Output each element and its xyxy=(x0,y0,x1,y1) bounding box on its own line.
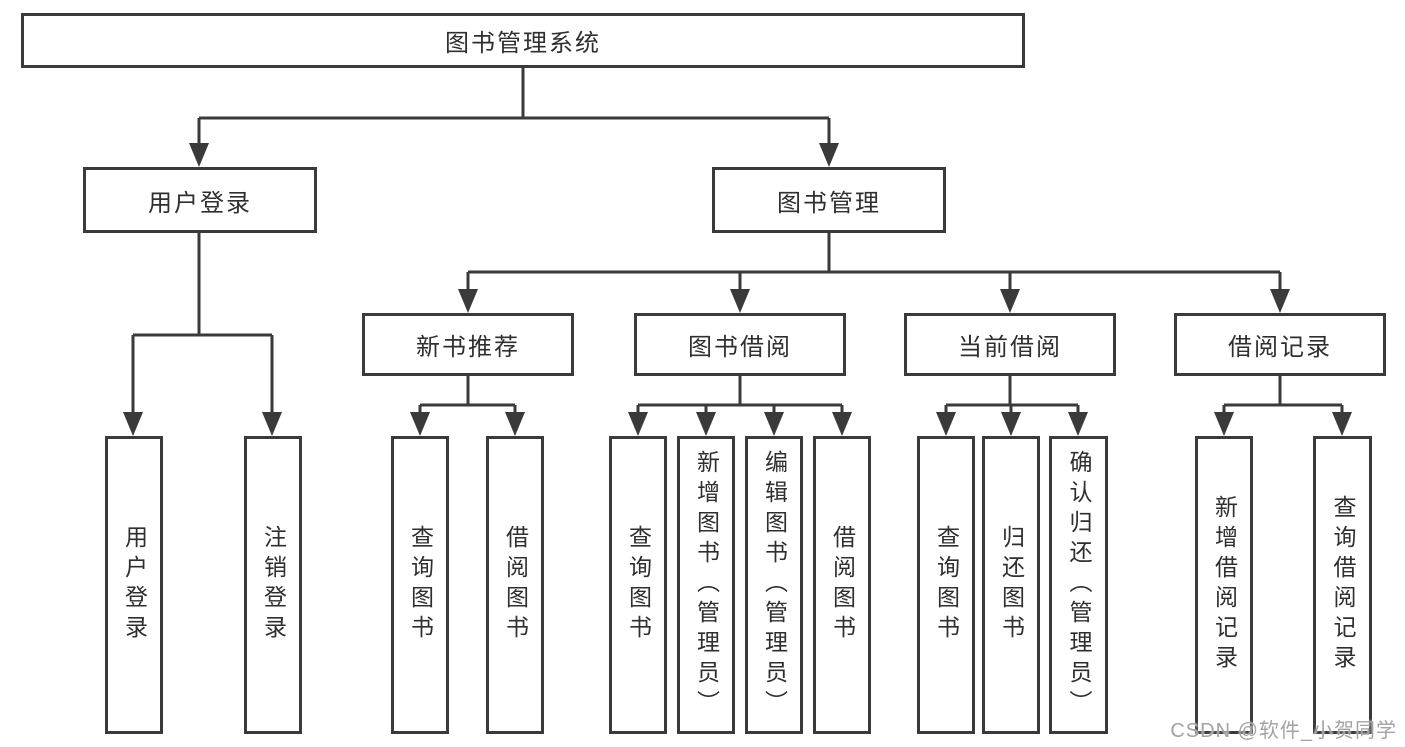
leaf-query-books-recommend: 查询图书 xyxy=(391,436,449,734)
arrowhead-icon xyxy=(628,412,648,436)
leaf-borrow-books-recommend: 借阅图书 xyxy=(486,436,544,734)
connector-path xyxy=(131,68,1344,414)
node-root: 图书管理系统 xyxy=(21,13,1025,68)
arrowhead-icon xyxy=(819,143,839,167)
node-current-borrow: 当前借阅 xyxy=(904,313,1116,376)
arrowhead-icon xyxy=(730,289,750,313)
leaf-query-books-current: 查询图书 xyxy=(917,436,975,734)
arrowhead-icon xyxy=(505,412,525,436)
arrowhead-icon xyxy=(189,143,209,167)
arrowhead-icon xyxy=(262,412,282,436)
leaf-query-borrow-record: 查询借阅记录 xyxy=(1313,436,1372,734)
arrowhead-icon xyxy=(832,412,852,436)
node-borrow-records: 借阅记录 xyxy=(1174,313,1386,376)
leaf-confirm-return-admin: 确认归还（管理员） xyxy=(1049,436,1108,734)
leaf-query-books-borrow: 查询图书 xyxy=(609,436,667,734)
arrowhead-icon xyxy=(1270,289,1290,313)
leaf-add-borrow-record: 新增借阅记录 xyxy=(1195,436,1253,734)
arrowhead-icon xyxy=(696,412,716,436)
csdn-watermark: CSDN @软件_小贺同学 xyxy=(1170,720,1397,742)
arrowhead-icon xyxy=(1332,412,1352,436)
connector-arrowheads xyxy=(123,143,1352,436)
arrowhead-icon xyxy=(1068,412,1088,436)
leaf-edit-book-admin: 编辑图书（管理员） xyxy=(745,436,803,734)
node-book-management: 图书管理 xyxy=(712,167,946,233)
leaf-logout: 注销登录 xyxy=(244,436,302,734)
leaf-borrow-books: 借阅图书 xyxy=(813,436,871,734)
node-new-book-recommend: 新书推荐 xyxy=(362,313,574,376)
arrowhead-icon xyxy=(936,412,956,436)
arrowhead-icon xyxy=(1000,289,1020,313)
leaf-add-book-admin: 新增图书（管理员） xyxy=(677,436,735,734)
node-user-login: 用户登录 xyxy=(83,167,317,233)
arrowhead-icon xyxy=(458,289,478,313)
leaf-return-book: 归还图书 xyxy=(982,436,1040,734)
arrowhead-icon xyxy=(1001,412,1021,436)
arrowhead-icon xyxy=(764,412,784,436)
node-book-borrow: 图书借阅 xyxy=(634,313,846,376)
arrowhead-icon xyxy=(410,412,430,436)
arrowhead-icon xyxy=(1214,412,1234,436)
arrowhead-icon xyxy=(123,412,143,436)
leaf-user-login: 用户登录 xyxy=(105,436,163,734)
